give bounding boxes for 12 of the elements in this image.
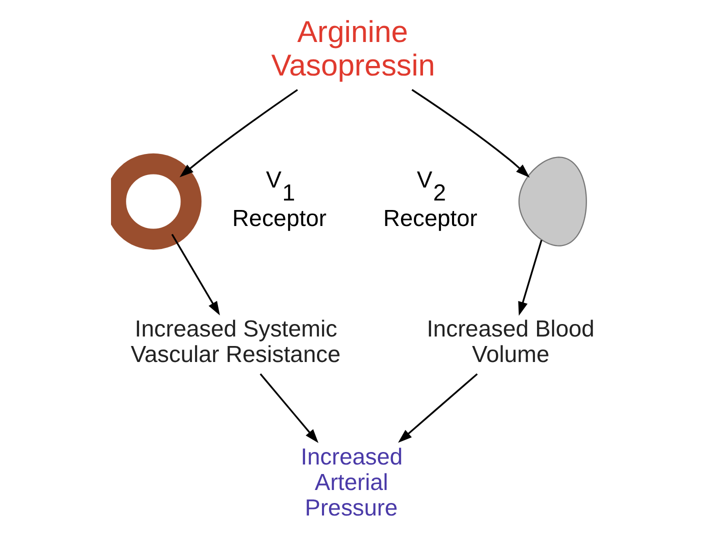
- arrow: [260, 373, 318, 443]
- node-text: Increased Blood Volume: [426, 316, 594, 368]
- arrow: [412, 89, 530, 178]
- arrow: [518, 240, 542, 316]
- arrow: [398, 373, 478, 443]
- node-text: Increased Systemic Vascular Resistance: [130, 316, 341, 368]
- node-circle: [111, 153, 202, 250]
- node-text: Arginine Vasopressin: [271, 16, 435, 83]
- node-kidney: [518, 156, 587, 246]
- arrow: [180, 89, 298, 178]
- arrow: [171, 234, 220, 316]
- node-text: Increased Arterial Pressure: [300, 443, 403, 520]
